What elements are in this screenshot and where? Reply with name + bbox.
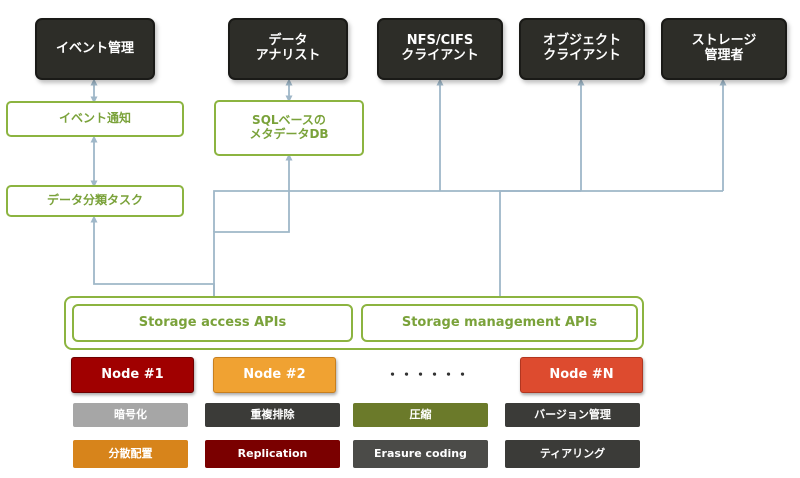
feature-tiering: ティアリング (505, 440, 640, 468)
arrow-admin-management (496, 190, 723, 306)
node-n-label: Node #N (549, 366, 614, 382)
feature-distributed-placement: 分散配置 (73, 440, 188, 468)
feature-compression-label: 圧縮 (409, 407, 432, 421)
arrow-sqldb-access (213, 153, 293, 302)
event-management-label: イベント管理 (55, 40, 134, 56)
storage-access-apis-label: Storage access APIs (138, 314, 287, 330)
line-bus-access (213, 190, 581, 232)
feature-versioning: バージョン管理 (505, 403, 640, 427)
sql-metadata-db-box: SQLベースの メタデータDB (214, 100, 364, 156)
feature-replication-label: Replication (237, 446, 308, 460)
feature-distributed-placement-label: 分散配置 (108, 446, 153, 460)
data-classification-task-label: データ分類タスク (46, 193, 143, 208)
storage-management-apis-box: Storage management APIs (361, 304, 638, 342)
node-2-box: Node #2 (213, 357, 336, 393)
nfs-cifs-client-box: NFS/CIFS クライアント (377, 18, 503, 80)
data-analyst-label: データ アナリスト (255, 33, 321, 63)
arrow-classify-access (90, 215, 218, 306)
data-classification-task-box: データ分類タスク (6, 185, 184, 217)
event-notification-label: イベント通知 (58, 111, 131, 126)
feature-deduplication-label: 重複排除 (250, 407, 295, 421)
node-1-label: Node #1 (101, 366, 164, 382)
feature-erasure-coding: Erasure coding (353, 440, 488, 468)
storage-admin-label: ストレージ 管理者 (691, 33, 757, 63)
feature-compression: 圧縮 (353, 403, 488, 427)
feature-tiering-label: ティアリング (539, 446, 606, 460)
node-2-label: Node #2 (243, 366, 306, 382)
feature-deduplication: 重複排除 (205, 403, 340, 427)
nodes-ellipsis-text: ・・・・・・ (385, 367, 470, 383)
object-client-label: オブジェクト クライアント (542, 33, 621, 63)
feature-encryption: 暗号化 (73, 403, 188, 427)
object-client-box: オブジェクト クライアント (519, 18, 645, 80)
nfs-cifs-client-label: NFS/CIFS クライアント (401, 33, 479, 63)
feature-replication: Replication (205, 440, 340, 468)
storage-admin-box: ストレージ 管理者 (661, 18, 787, 80)
sql-metadata-db-label: SQLベースの メタデータDB (249, 113, 329, 141)
feature-versioning-label: バージョン管理 (534, 407, 611, 421)
data-analyst-box: データ アナリスト (228, 18, 348, 80)
node-1-box: Node #1 (71, 357, 194, 393)
nodes-ellipsis: ・・・・・・ (378, 364, 478, 388)
feature-encryption-label: 暗号化 (114, 407, 147, 421)
node-n-box: Node #N (520, 357, 643, 393)
feature-erasure-coding-label: Erasure coding (374, 446, 467, 460)
event-management-box: イベント管理 (35, 18, 155, 80)
event-notification-box: イベント通知 (6, 101, 184, 137)
storage-access-apis-box: Storage access APIs (72, 304, 353, 342)
storage-management-apis-label: Storage management APIs (401, 314, 598, 330)
